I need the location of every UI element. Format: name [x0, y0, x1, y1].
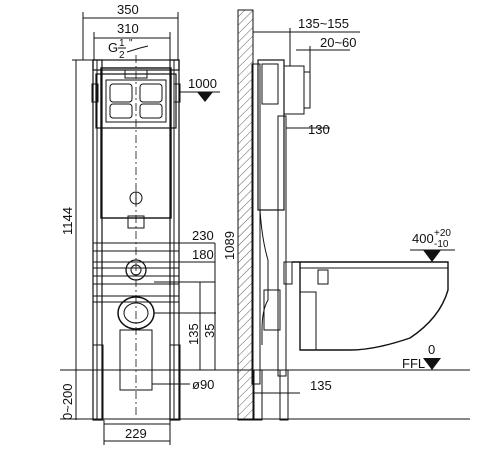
- side-flush-pipe: [259, 209, 269, 345]
- dim-20-60: 20~60: [320, 35, 357, 50]
- foot-right: [169, 344, 181, 421]
- thread-frac-num: 1: [119, 38, 125, 49]
- thread-g: G: [108, 40, 118, 55]
- front-view: 350 310 G 1 2 ": [60, 2, 240, 445]
- dim-310: 310: [117, 21, 139, 36]
- side-flush-plate: [283, 65, 305, 115]
- dim-130: 130: [308, 122, 330, 137]
- dim-135-front: 135: [186, 323, 201, 345]
- thread-suffix: ": [129, 38, 133, 49]
- level-marker-0: [423, 358, 441, 370]
- bowl-tol-plus: +20: [434, 228, 451, 239]
- dim-135-155: 135~155: [298, 16, 349, 31]
- toilet-bowl: [292, 261, 449, 351]
- dim-35: 35: [202, 324, 217, 338]
- dim-180: 180: [192, 247, 214, 262]
- level-marker-400: [423, 250, 441, 262]
- dim-230: 230: [192, 228, 214, 243]
- side-drain: [263, 289, 281, 331]
- bowl-height: 400: [412, 231, 434, 246]
- thread-frac-den: 2: [119, 50, 125, 61]
- level-1000: 1000: [188, 76, 217, 91]
- dim-135-side: 135: [310, 378, 332, 393]
- side-view: 135~155 20~60 130 1089 400 +20 -10 0 FFL…: [222, 9, 470, 421]
- level-marker-1000: [197, 92, 213, 102]
- side-valve-box: [261, 63, 279, 105]
- side-wall-post: [251, 63, 261, 385]
- dim-1144: 1144: [60, 207, 75, 235]
- level-zero: 0: [428, 342, 435, 357]
- bowl-tol-minus: -10: [434, 239, 449, 250]
- bowl-inlet: [317, 269, 329, 285]
- foot-left: [92, 344, 104, 421]
- dim-diameter-90: ø90: [192, 377, 214, 392]
- side-tank: [257, 59, 285, 211]
- dim-350: 350: [117, 2, 139, 17]
- wall-hatch: [237, 9, 254, 421]
- dim-0-200: 0~200: [60, 383, 75, 420]
- dim-1089: 1089: [222, 231, 237, 260]
- dim-229: 229: [125, 426, 147, 441]
- side-front-post: [277, 115, 287, 377]
- floor-ffl: FFL: [402, 356, 425, 371]
